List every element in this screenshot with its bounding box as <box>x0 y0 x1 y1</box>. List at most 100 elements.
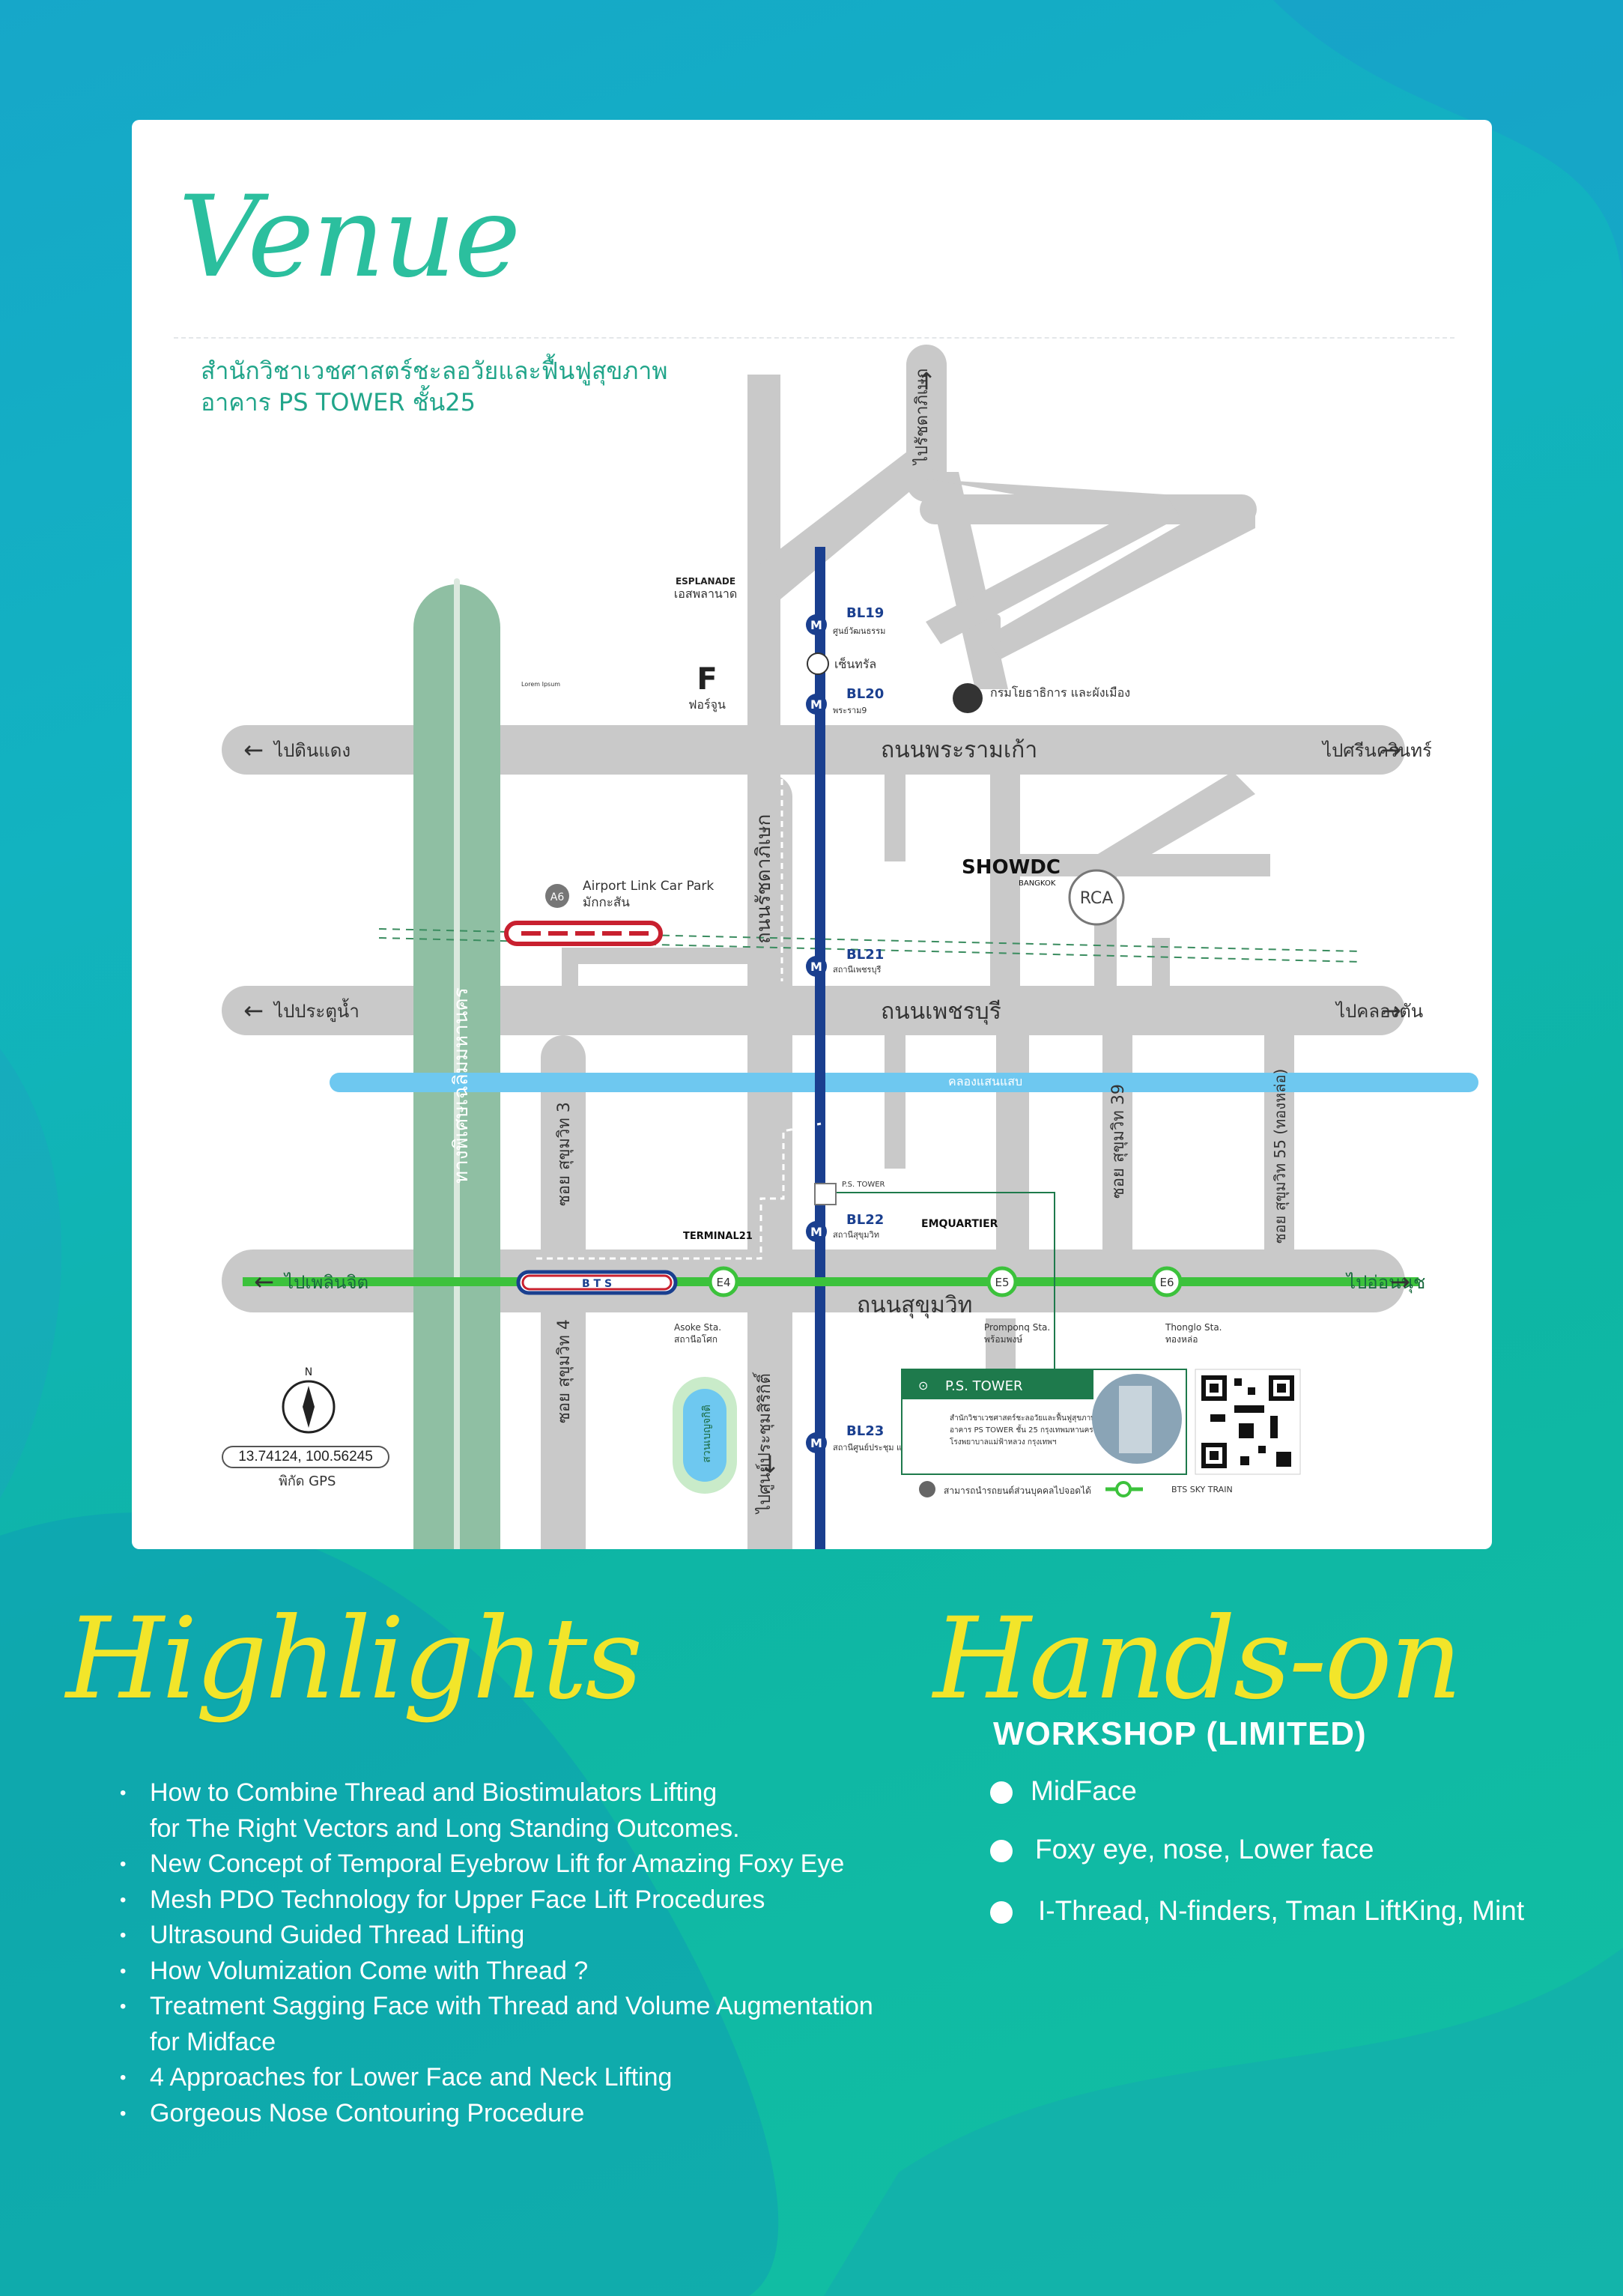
svg-text:สำนักวิชาเวชศาสตร์ชะลอวัยและฟื: สำนักวิชาเวชศาสตร์ชะลอวัยและฟื้นฟูสุขภาพ <box>950 1412 1096 1423</box>
list-item: •How to Combine Thread and Biostimulator… <box>120 1778 718 1807</box>
svg-text:สถานีสุขุมวิท: สถานีสุขุมวิท <box>833 1230 879 1240</box>
station-bl19[interactable]: M BL19 ศูนย์วัฒนธรรม <box>806 605 885 636</box>
ps-tower-info-card[interactable]: ⊙ P.S. TOWER สำนักวิชาเวชศาสตร์ชะลอวัยแล… <box>901 1369 1187 1475</box>
list-item: •Mesh PDO Technology for Upper Face Lift… <box>120 1885 765 1914</box>
soi-39 <box>1102 1035 1132 1250</box>
rama9-label: ถนนพระรามเก้า <box>881 737 1037 763</box>
to-onnut-label: ไปอ่อนนุช <box>1345 1272 1425 1294</box>
venue-card: Venue สำนักวิชาเวชศาสตร์ชะลอวัยและฟื้นฟู… <box>132 120 1492 1549</box>
mrt-icon: M <box>810 1225 822 1239</box>
side-road <box>885 772 905 861</box>
soi55-label: ซอย สุขุมวิท 55 (ทองหล่อ) <box>1271 1069 1290 1244</box>
soi3-label: ซอย สุขุมวิท 3 <box>555 1102 574 1206</box>
diagonal-roads <box>926 494 1255 876</box>
to-pratunam-label: ไปประตูน้ำ <box>273 998 360 1023</box>
rama9-road <box>222 725 1405 775</box>
bullet-dot-icon <box>990 1901 1013 1924</box>
expressway-centerline <box>454 578 460 1549</box>
list-item: •How Volumization Come with Thread ? <box>120 1956 589 1985</box>
phetchaburi-label: ถนนเพชรบุรี <box>881 999 1001 1026</box>
svg-text:P.S. TOWER: P.S. TOWER <box>945 1378 1022 1394</box>
makkasan-road <box>562 948 578 993</box>
mrt-icon: M <box>810 618 822 632</box>
to-qsncc-label: ไปศูนย์ประชุมสิริกิติ์ <box>753 1372 774 1515</box>
compass-icon: N <box>282 1366 336 1434</box>
mrt-icon: M <box>810 960 822 974</box>
svg-text:RCA: RCA <box>1080 889 1114 908</box>
arrow-left-icon: ← <box>243 736 264 764</box>
list-item: •4 Approaches for Lower Face and Neck Li… <box>120 2063 673 2091</box>
to-lat-phrao-label: ไปรัชดาภิเษก <box>912 369 932 466</box>
soi-side <box>1152 938 1170 986</box>
soi-side <box>990 775 1020 986</box>
terminal21-label: TERMINAL21 <box>683 1231 753 1242</box>
list-item: •Ultrasound Guided Thread Lifting <box>120 1921 525 1949</box>
station-e5[interactable]: E5 <box>986 1266 1018 1297</box>
asok-label: Asoke Sta. <box>674 1322 721 1333</box>
side-road <box>1016 854 1270 876</box>
parking-legend: สามารถนำรถยนต์ส่วนบุคคลไปจอดได้ <box>944 1485 1091 1497</box>
canal <box>330 1073 1478 1092</box>
central-icon <box>807 652 829 675</box>
rca-marker[interactable]: RCA <box>1068 869 1125 926</box>
park-label: สวนเบญจกิติ <box>701 1405 713 1462</box>
list-item: •Treatment Sagging Face with Thread and … <box>120 1992 873 2020</box>
list-item: for Midface <box>150 2027 276 2056</box>
svg-text:โรงพยาบาลแม่ฟ้าหลวง กรุงเทพฯ: โรงพยาบาลแม่ฟ้าหลวง กรุงเทพฯ <box>950 1437 1056 1447</box>
esplanade-label: เอสพลานาด <box>674 587 738 601</box>
station-bl20[interactable]: M BL20 พระราม9 <box>806 686 884 715</box>
airport-link-label: Airport Link Car Park <box>583 879 714 894</box>
hands-on-title: Hands-on <box>933 1594 1462 1724</box>
thonglo-label: Thonglo Sta. <box>1165 1322 1222 1333</box>
venue-name-line2: อาคาร PS TOWER ชั้น25 <box>201 388 476 417</box>
svg-text:E5: E5 <box>995 1276 1009 1289</box>
hands-on-subtitle: WORKSHOP (LIMITED) <box>993 1715 1367 1752</box>
ps-tower-small-label: P.S. TOWER <box>842 1181 885 1189</box>
to-din-daeng-label: ไปดินแดง <box>273 740 351 761</box>
svg-text:BL19: BL19 <box>846 605 884 621</box>
station-e4[interactable]: E4 <box>708 1266 739 1297</box>
emquartier-label: EMQUARTIER <box>921 1218 998 1230</box>
qr-code[interactable] <box>1195 1369 1301 1475</box>
location-pin-icon: ⊙ <box>918 1378 928 1393</box>
ps-tower-building-icon <box>814 1183 837 1205</box>
bts-train <box>516 1270 678 1295</box>
bullet-dot-icon <box>990 1840 1013 1862</box>
arrow-up-icon: ↑ <box>917 367 937 396</box>
station-e6[interactable]: E6 <box>1151 1266 1183 1297</box>
bts-train-stripe <box>521 1274 673 1291</box>
arrow-right-icon: → <box>1390 1267 1410 1296</box>
mrt-blue-line <box>815 547 825 1549</box>
makkasan-label: มักกะสัน <box>583 895 630 910</box>
svg-text:BL23: BL23 <box>846 1423 884 1439</box>
venue-map[interactable]: สวนเบญจกิติ ถนนพระรามเก้า ถนนเพชรบุรี ถน… <box>132 120 1492 1549</box>
arrow-right-icon: → <box>1381 996 1401 1025</box>
makkasan-road <box>562 948 764 964</box>
svg-text:E6: E6 <box>1159 1276 1174 1289</box>
svg-text:BL22: BL22 <box>846 1212 884 1228</box>
esplanade-logo: ESPLANADE <box>676 576 735 587</box>
fortune-label: ฟอร์จูน <box>688 697 726 712</box>
mrt-icon: M <box>810 697 822 712</box>
thonglo-th-label: ทองหล่อ <box>1165 1334 1198 1345</box>
bts-green-line <box>243 1277 1419 1286</box>
gps-caption: พิกัด GPS <box>279 1473 336 1489</box>
svg-text:BL21: BL21 <box>846 947 884 963</box>
building-photo-tower <box>1119 1386 1152 1453</box>
fortune-logo-icon: F <box>697 662 717 697</box>
ratchada-label: ถนนรัชดาภิเษก <box>753 814 775 944</box>
a6-marker <box>545 884 569 908</box>
canal-label: คลองแสนแสบ <box>948 1074 1022 1088</box>
svg-text:N: N <box>305 1366 312 1378</box>
gps-coordinates: 13.74124, 100.56245 <box>222 1446 389 1468</box>
station-bl21[interactable]: M BL21 สถานีเพชรบุรี <box>806 947 884 977</box>
arrow-right-icon: → <box>1381 736 1401 764</box>
park-pond <box>683 1389 726 1482</box>
showdc-sub: BANGKOK <box>1019 879 1056 888</box>
highlights-title: Highlights <box>66 1594 643 1724</box>
phromphong-th-label: พร้อมพงษ์ <box>984 1334 1022 1345</box>
svg-text:ศูนย์วัฒนธรรม: ศูนย์วัฒนธรรม <box>833 626 885 636</box>
station-bl22[interactable]: M BL22 สถานีสุขุมวิท <box>806 1212 884 1242</box>
bts-legend-station <box>1115 1481 1132 1497</box>
sukhumvit-label: ถนนสุขุมวิท <box>857 1292 972 1319</box>
